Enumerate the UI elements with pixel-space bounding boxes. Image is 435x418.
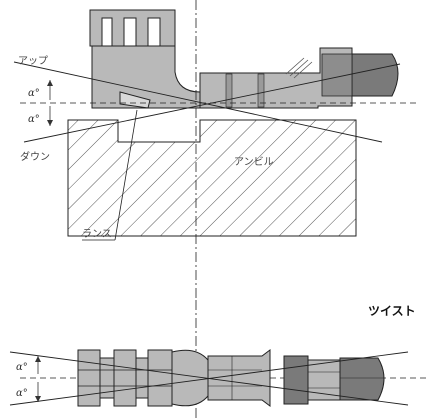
label-alpha-down: α°	[28, 114, 40, 125]
anvil-block	[67, 112, 357, 237]
twist-line-b	[9, 351, 409, 406]
lance-leader	[114, 109, 138, 241]
label-alpha-twist-down: α°	[16, 388, 28, 399]
label-down: ダウン	[20, 150, 50, 163]
label-alpha-twist-up: α°	[16, 362, 28, 373]
angle-line-down	[23, 63, 401, 143]
label-alpha-up: α°	[28, 88, 40, 99]
label-anvil: アンビル	[234, 156, 274, 168]
terminal-body-top	[77, 349, 385, 407]
label-up: アップ	[18, 55, 48, 67]
angle-arrows-top	[47, 80, 53, 126]
angle-arrows-bottom	[35, 356, 41, 402]
label-twist: ツイスト	[368, 304, 416, 318]
terminal-body-side	[89, 9, 399, 109]
angle-line-up	[13, 61, 383, 143]
label-lance: ランス	[82, 228, 112, 240]
